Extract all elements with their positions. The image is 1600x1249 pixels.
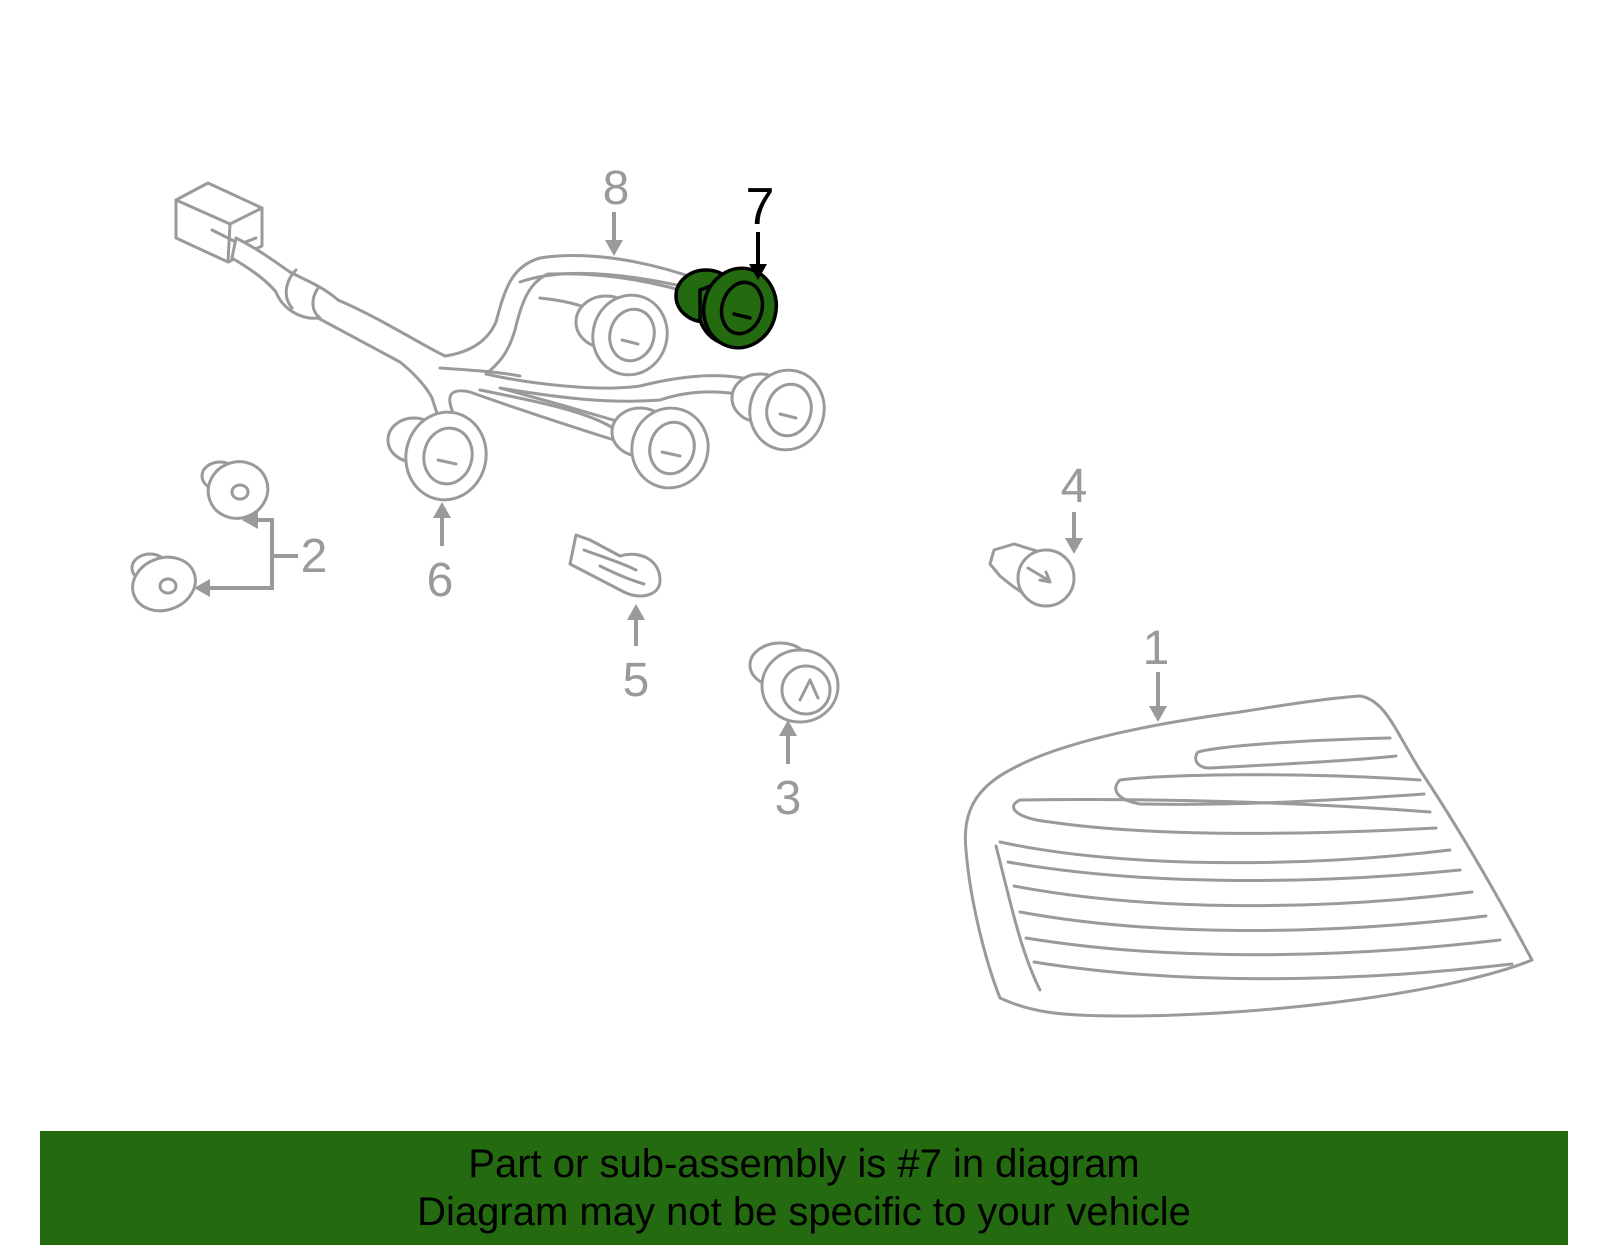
callout-5: 5 <box>623 604 650 707</box>
callout-1: 1 <box>1143 622 1170 722</box>
part-8-wiring-harness[interactable] <box>174 181 833 507</box>
part-5-wedge-bulb[interactable] <box>568 533 662 598</box>
callout-3: 3 <box>775 720 802 825</box>
callout-1-label: 1 <box>1143 622 1170 675</box>
part-2-sockets[interactable] <box>125 453 276 619</box>
part-7-bulb-socket-highlighted[interactable] <box>674 260 785 356</box>
callout-2: 2 <box>194 511 327 597</box>
part-3-socket[interactable] <box>748 641 840 724</box>
info-banner: Part or sub-assembly is #7 in diagram Di… <box>40 1131 1568 1245</box>
callout-5-label: 5 <box>623 654 650 707</box>
banner-line-disclaimer: Diagram may not be specific to your vehi… <box>417 1190 1191 1234</box>
callout-6-label: 6 <box>427 554 454 607</box>
callout-8-label: 8 <box>603 162 630 215</box>
callout-4: 4 <box>1061 460 1088 554</box>
callout-7-label: 7 <box>746 178 775 236</box>
callout-3-label: 3 <box>775 772 802 825</box>
part-1-tail-lamp-assembly[interactable] <box>963 694 1534 1018</box>
banner-line-part-info: Part or sub-assembly is #7 in diagram <box>468 1142 1140 1186</box>
part-4-bulb[interactable] <box>988 542 1076 608</box>
callout-8: 8 <box>603 162 630 256</box>
callout-6: 6 <box>427 502 454 607</box>
callout-2-label: 2 <box>301 530 328 583</box>
callout-7: 7 <box>746 178 775 280</box>
callout-4-label: 4 <box>1061 460 1088 513</box>
